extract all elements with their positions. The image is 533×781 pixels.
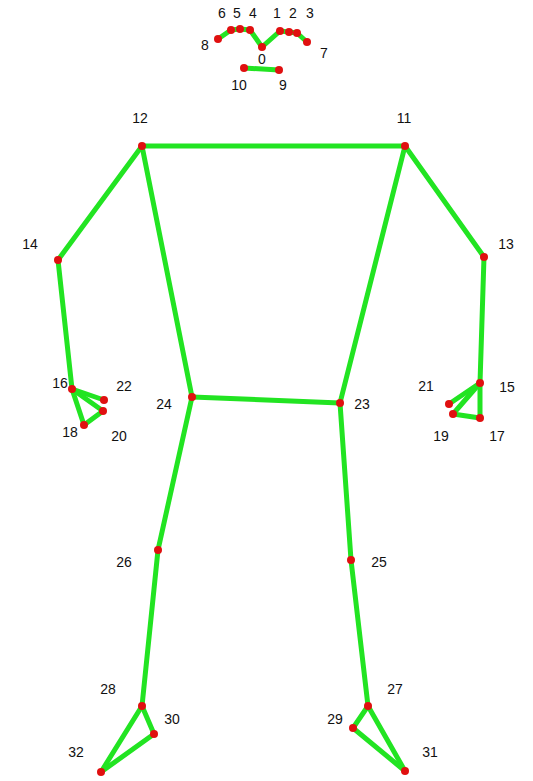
landmark-number: 18 — [62, 424, 78, 440]
landmark-number: 27 — [387, 681, 403, 697]
landmark-number: 8 — [201, 37, 209, 53]
landmark-number: 3 — [306, 5, 314, 21]
landmark-number: 16 — [52, 375, 68, 391]
landmark-number: 20 — [111, 428, 127, 444]
landmark-number: 25 — [371, 554, 387, 570]
landmark-number: 24 — [156, 396, 172, 412]
landmark-number: 4 — [249, 5, 257, 21]
landmark-number: 17 — [489, 428, 505, 444]
landmark-number: 6 — [218, 5, 226, 21]
landmark-number: 11 — [397, 110, 412, 126]
landmark-number: 30 — [164, 711, 180, 727]
landmark-number: 5 — [233, 5, 241, 21]
landmark-number: 21 — [418, 378, 434, 394]
landmark-number: 7 — [320, 45, 328, 61]
landmark-number: 23 — [354, 396, 370, 412]
landmark-number: 13 — [498, 236, 514, 252]
landmark-number: 0 — [258, 51, 266, 67]
landmark-number: 28 — [100, 681, 116, 697]
landmark-number: 32 — [68, 744, 84, 760]
landmark-number: 19 — [433, 428, 449, 444]
landmark-number: 14 — [22, 236, 38, 252]
landmark-number: 29 — [327, 711, 343, 727]
landmark-number: 31 — [422, 744, 438, 760]
landmark-number: 22 — [116, 378, 132, 394]
landmark-number: 15 — [499, 379, 515, 395]
landmark-number: 2 — [289, 5, 297, 21]
landmark-number: 10 — [231, 77, 247, 93]
landmark-number: 9 — [279, 77, 287, 93]
landmark-number: 26 — [116, 554, 132, 570]
landmark-number: 1 — [273, 5, 281, 21]
landmark-number: 12 — [132, 110, 148, 126]
